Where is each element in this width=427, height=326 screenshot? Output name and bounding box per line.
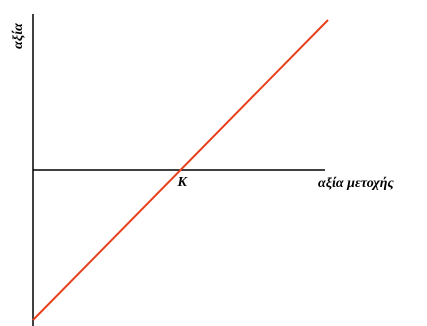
point-k-label: K	[177, 175, 189, 190]
y-axis-label: αξία	[11, 23, 26, 49]
x-axis-label: αξία μετοχής	[318, 176, 394, 191]
series-layer	[32, 19, 329, 321]
payoff-line	[32, 19, 329, 321]
